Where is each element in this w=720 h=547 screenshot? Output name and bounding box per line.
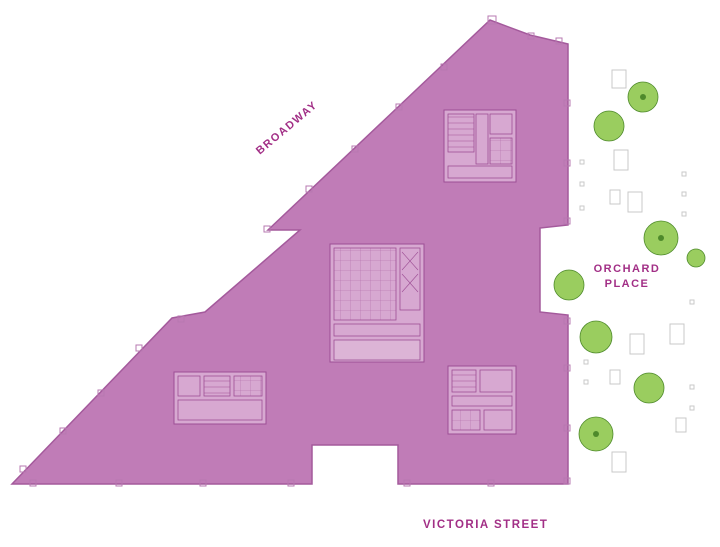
- tree-icon: [578, 416, 614, 452]
- core-west: [173, 371, 267, 425]
- street-label-victoria-street: VICTORIA STREET: [423, 519, 549, 531]
- tree-icon: [627, 81, 659, 113]
- tree-icon: [643, 220, 679, 256]
- tree-icon: [593, 110, 625, 142]
- planter-icon: [611, 69, 627, 89]
- orchard-place-landscape: [553, 69, 706, 473]
- street-label-orchard-line1: ORCHARD: [593, 263, 661, 275]
- tree-icon: [553, 269, 585, 301]
- street-label-orchard-place: ORCHARD PLACE: [588, 262, 666, 292]
- building-floor-plate: [10, 15, 571, 487]
- street-label-orchard-line2: PLACE: [604, 278, 650, 290]
- tree-icon: [579, 320, 613, 354]
- tree-icon: [686, 248, 706, 268]
- core-southeast: [447, 365, 517, 435]
- tree-icon: [633, 372, 665, 404]
- core-north: [443, 109, 517, 183]
- core-central: [329, 243, 425, 363]
